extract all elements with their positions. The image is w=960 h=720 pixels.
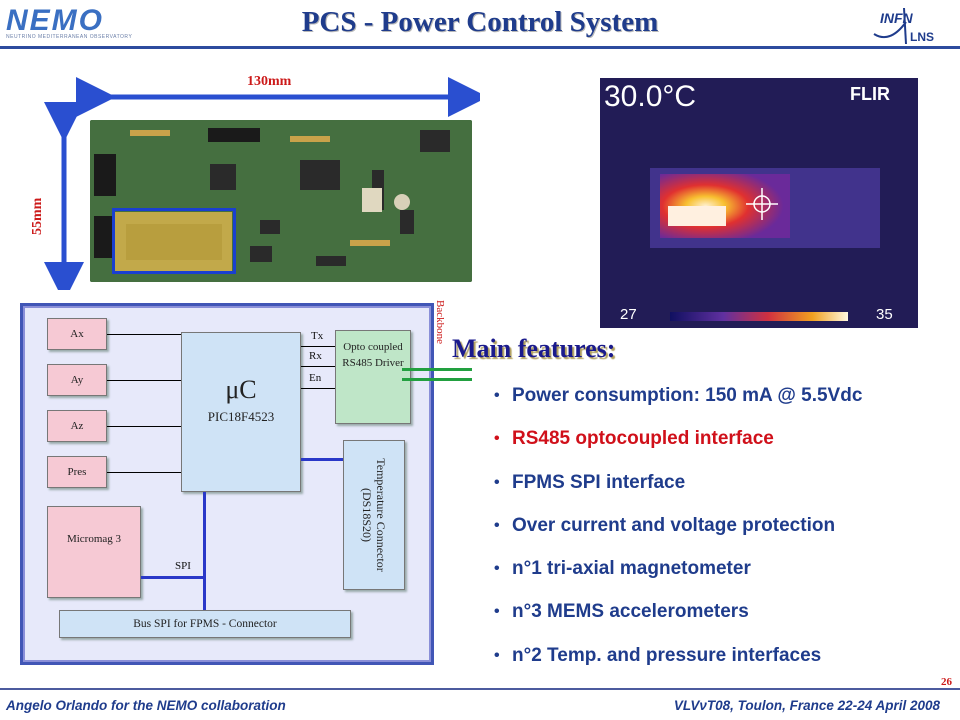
pcb-illustration [90,120,472,282]
thermal-scale-min: 27 [620,306,637,323]
rx-label: Rx [309,350,322,362]
backbone-connector-bottom [402,378,472,381]
feature-item: Power consumption: 150 mA @ 5.5Vdc [494,380,960,423]
infn-lns-logo: INFN LNS [870,4,950,46]
feature-item: FPMS SPI interface [494,467,960,510]
pres-signal-line [107,472,181,473]
tx-label: Tx [311,330,324,342]
temperature-connector-block: Temperature Connector (DS18S20) [343,440,405,590]
tx-line [301,346,335,347]
az-signal-line [107,426,181,427]
ay-signal-line [107,380,181,381]
features-list: Power consumption: 150 mA @ 5.5Vdc RS485… [494,380,960,683]
backbone-label: Backbone [434,300,446,344]
page-title: PCS - Power Control System [301,6,659,38]
micromag-block: Micromag 3 [47,506,141,598]
footer-divider [0,688,960,690]
spi-bus-connector: Bus SPI for FPMS - Connector [59,610,351,638]
infn-logo-text: INFN [880,10,913,26]
sensor-ay: Ay [47,364,107,396]
rx-line [301,366,335,367]
backbone-connector-top [402,368,472,371]
title-divider [0,46,960,49]
highlighted-chip-box [112,208,236,274]
temp-wire [301,458,343,461]
width-label: 130mm [247,74,292,89]
temperature-connector-label: Temperature Connector (DS18S20) [360,458,388,572]
feature-item: n°3 MEMS accelerometers [494,596,960,639]
sensor-pres: Pres [47,456,107,488]
lns-logo-text: LNS [910,30,934,44]
page-number: 26 [941,676,952,688]
footer-event: VLVνT08, Toulon, France 22-24 April 2008 [673,698,940,713]
thermal-image: 30.0°C FLIR 27 35 [600,78,918,328]
microcontroller-block: μC PIC18F4523 [181,332,301,492]
spi-wire-horizontal [141,576,205,579]
thermal-illustration [600,78,918,328]
height-label: 55mm [30,197,45,235]
infn-logo-icon [873,7,907,45]
ax-signal-line [107,334,181,335]
nemo-logo: NEMO NEUTRINO MEDITERRANEAN OBSERVATORY [6,4,156,44]
en-line [301,388,335,389]
feature-item: RS485 optocoupled interface [494,423,960,466]
block-diagram-inner: Ax Ay Az Pres Micromag 3 μC PIC18F4523 O… [23,306,431,662]
feature-item: n°1 tri-axial magnetometer [494,553,960,596]
spi-wire-vertical [203,492,206,610]
thermal-temperature: 30.0°C [604,80,697,113]
pcb-photo [90,120,472,282]
footer-author: Angelo Orlando for the NEMO collaboratio… [6,698,286,713]
feature-item: Over current and voltage protection [494,510,960,553]
en-label: En [309,372,322,384]
flir-brand: FLIR [850,84,890,104]
dimension-arrows [44,77,480,290]
feature-item: n°2 Temp. and pressure interfaces [494,640,960,683]
mcu-symbol: μC [225,375,257,404]
sensor-az: Az [47,410,107,442]
features-heading: Main features: [452,334,616,363]
mcu-part-number: PIC18F4523 [207,409,275,424]
nemo-logo-subtitle: NEUTRINO MEDITERRANEAN OBSERVATORY [6,34,133,40]
rs485-driver-block: Opto coupled RS485 Driver [335,330,411,424]
thermal-scale-max: 35 [876,306,893,323]
nemo-logo-text: NEMO [6,4,104,37]
spi-label: SPI [175,560,191,572]
sensor-ax: Ax [47,318,107,350]
